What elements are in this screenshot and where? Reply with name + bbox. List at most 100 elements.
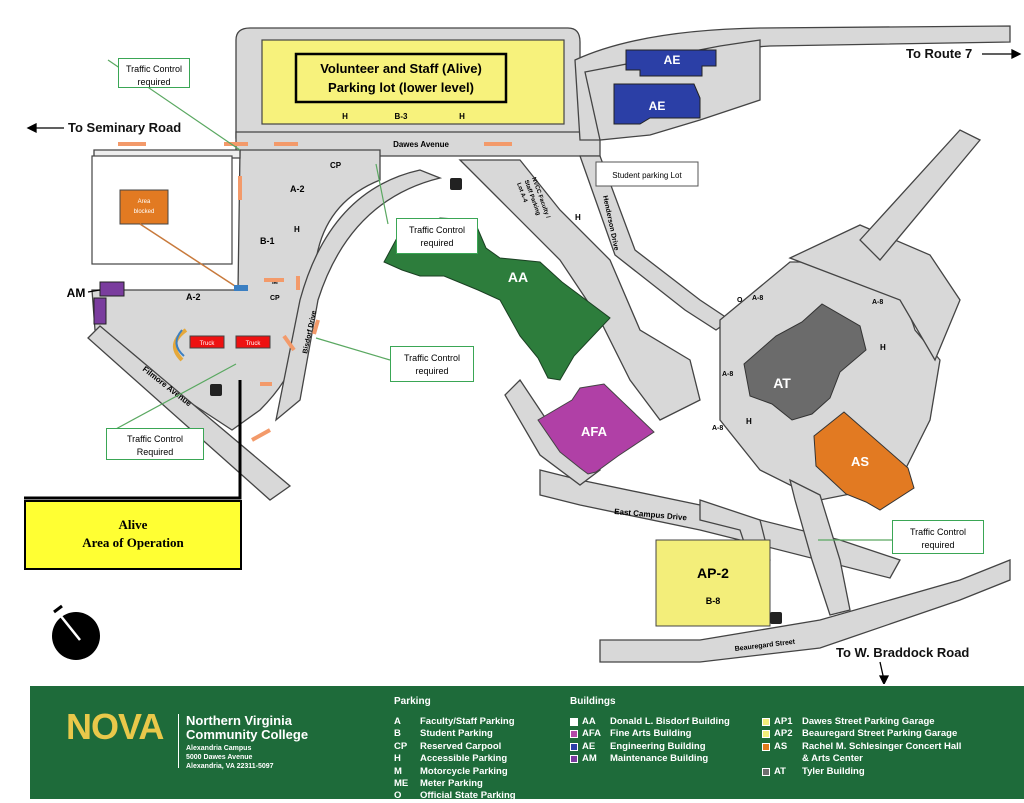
building-afa — [537, 383, 655, 475]
legend-code: AE — [582, 740, 596, 752]
legend-label: Maintenance Building — [610, 753, 709, 765]
building-am-2 — [93, 297, 107, 325]
truck-2-label: Truck — [246, 341, 262, 347]
legend-label: Motorcycle Parking — [420, 765, 508, 777]
volunteer-label-line2: Parking lot (lower level) — [328, 80, 474, 95]
legend-row: & Arts Center — [762, 753, 961, 765]
campus-address: Alexandria Campus 5000 Dawes Avenue Alex… — [186, 745, 274, 770]
building-ap2 — [655, 539, 771, 627]
building-at — [743, 303, 867, 421]
volunteer-label-line1: Volunteer and Staff (Alive) — [320, 61, 482, 76]
legend-label: Reserved Carpool — [420, 740, 502, 752]
legend-code: B — [394, 728, 401, 740]
legend-code: AP1 — [774, 716, 793, 727]
building-ae: AE AE — [613, 49, 717, 125]
legend-code: CP — [394, 740, 408, 752]
area-blocked-line2: blocked — [134, 209, 155, 215]
lot-cp-top: CP — [330, 161, 342, 170]
compass-icon — [52, 604, 100, 660]
lot-cp-mid: CP — [270, 295, 280, 302]
legend-swatch — [762, 755, 770, 763]
legend-swatch — [570, 755, 578, 764]
legend-swatch — [762, 767, 770, 776]
legend-swatch — [762, 730, 770, 739]
legend-swatch — [570, 730, 578, 739]
legend-code: AS — [774, 740, 788, 752]
legend-label: Rachel M. Schlesinger Concert Hall — [802, 740, 962, 752]
direction-arrows — [26, 48, 1022, 684]
lot-a8-a: A-8 — [752, 295, 763, 302]
legend-row: AM Maintenance Building — [570, 753, 730, 765]
legend-label: Faculty/Staff Parking — [420, 716, 515, 727]
area-blocked-pointer — [139, 223, 239, 289]
dawes-avenue-label: Dawes Avenue — [393, 140, 449, 149]
ae-bottom-label: AE — [649, 99, 666, 113]
lot-b3-label: B-3 — [395, 112, 408, 121]
logo-divider — [178, 714, 179, 768]
legend-label: Dawes Street Parking Garage — [802, 716, 935, 727]
lot-h-at2: H — [746, 417, 752, 426]
student-lot-box — [595, 161, 699, 187]
legend-code: AP2 — [774, 728, 793, 740]
lot-a2-bottom: A-2 — [186, 292, 201, 302]
lot-a8-d: A-8 — [712, 425, 723, 432]
legend-row: AFA Fine Arts Building — [570, 728, 730, 740]
legend-label: Student Parking — [420, 728, 493, 740]
legend-label: Official State Parking — [420, 790, 516, 802]
lot-m: M — [272, 279, 278, 286]
area-blocked-line1: Area — [138, 199, 151, 205]
legend-swatch — [762, 718, 770, 726]
legend-label: & Arts Center — [802, 753, 863, 765]
legend-label: Accessible Parking — [420, 753, 508, 765]
legend-row: AP1 Dawes Street Parking Garage — [762, 716, 961, 728]
am-label: AM — [67, 286, 86, 300]
lot-h2-label: H — [459, 112, 465, 121]
truck-1-label: Truck — [200, 341, 216, 347]
legend-label: Tyler Building — [802, 765, 865, 777]
legend-code: ME — [394, 778, 409, 790]
lot-b1: B-1 — [260, 236, 275, 246]
turn-arrow-inner — [175, 329, 185, 357]
legend-code: AT — [774, 765, 786, 777]
legend-code: AFA — [582, 728, 601, 740]
legend-code: M — [394, 765, 402, 777]
at-label: AT — [773, 375, 791, 391]
aa-label: AA — [508, 269, 528, 285]
lot-h1-label: H — [342, 112, 348, 121]
legend-label: Fine Arts Building — [610, 728, 692, 740]
student-lot-label: Student parking Lot — [612, 171, 682, 180]
lot-a8-c: A-8 — [722, 371, 733, 378]
campus-map: Volunteer and Staff (Alive) Parking lot … — [24, 25, 1022, 684]
legend-code: AA — [582, 716, 596, 727]
turn-arrow — [173, 328, 188, 362]
lot-h-at: H — [880, 343, 886, 352]
college-name: Northern Virginia Community College — [186, 713, 309, 742]
am-pointer — [87, 289, 101, 293]
bus-icons — [210, 178, 782, 624]
lot-a8-b: A-8 — [872, 299, 883, 306]
buildings-heading: Buildings — [570, 696, 616, 707]
nova-logo: NOVA — [66, 706, 164, 747]
legend-swatch — [762, 742, 770, 751]
truck-1 — [189, 335, 225, 349]
lot-h-b1: H — [294, 225, 300, 234]
afa-label: AFA — [581, 424, 608, 439]
legend-swatch — [570, 742, 578, 751]
legend-code: AM — [582, 753, 597, 765]
area-blocked — [119, 189, 169, 225]
lot-o: O — [737, 297, 743, 304]
ap2-label: AP-2 — [697, 565, 729, 581]
